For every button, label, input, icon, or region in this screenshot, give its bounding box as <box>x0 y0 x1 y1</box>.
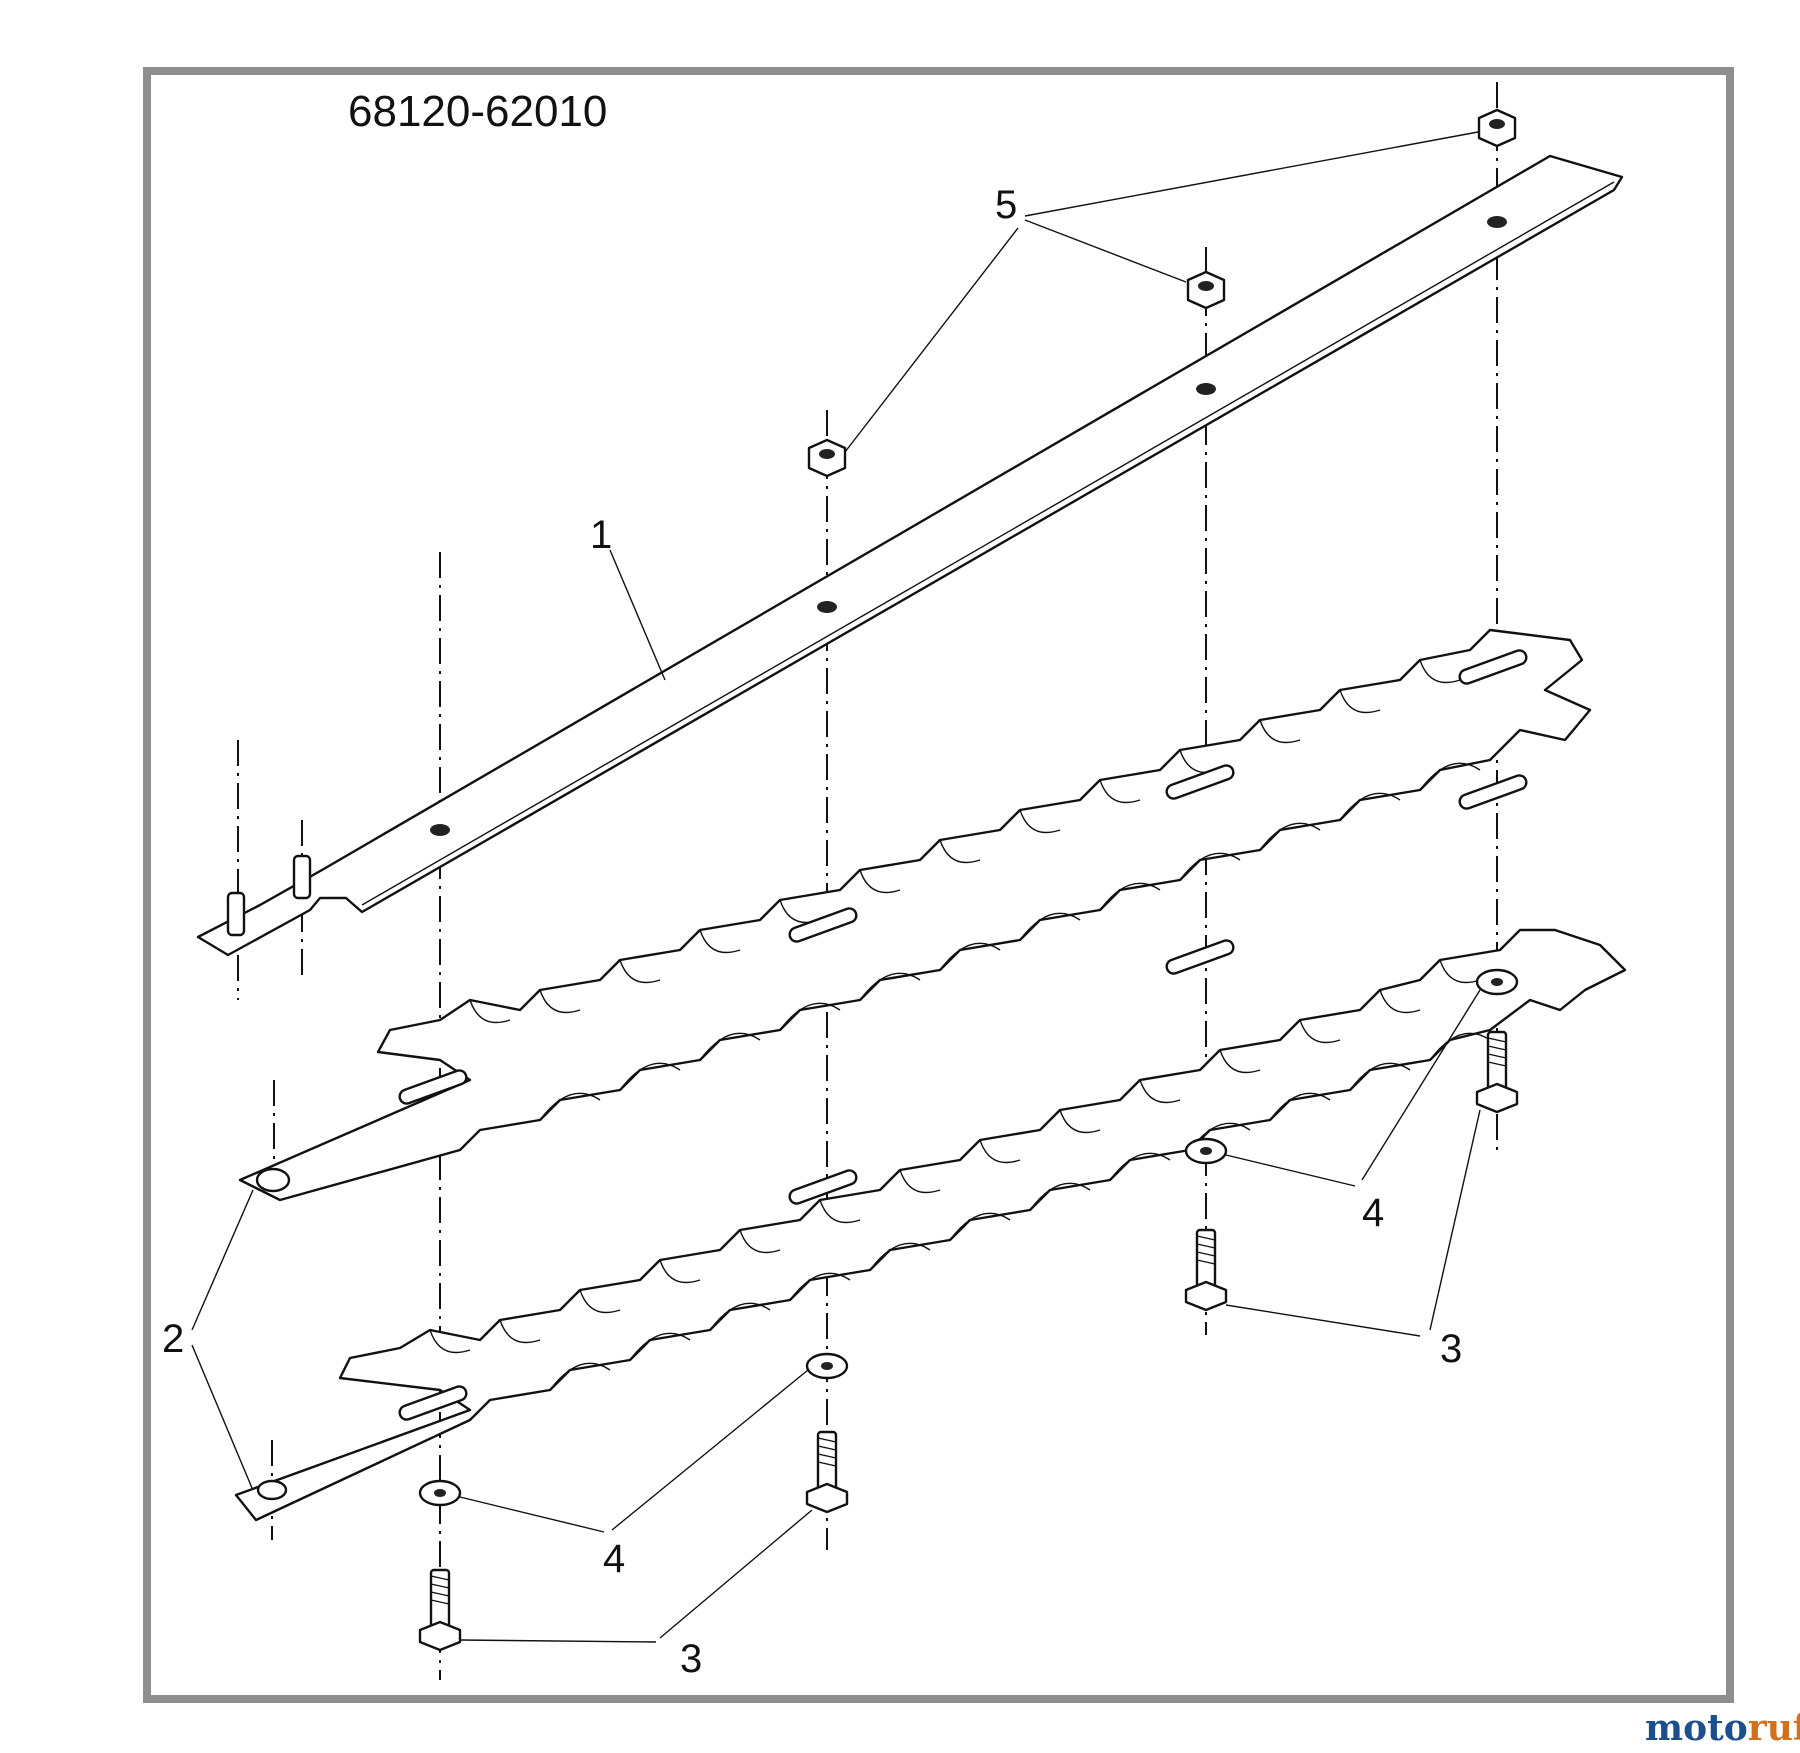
callout-4: 4 <box>603 1537 625 1581</box>
bar-hole <box>430 824 450 836</box>
blade-slot <box>398 1069 468 1105</box>
lower-blade <box>234 774 1627 1522</box>
hex-nut <box>807 438 847 478</box>
washer <box>805 1352 849 1380</box>
blade-slot <box>788 907 858 943</box>
blade-pin <box>255 1167 291 1193</box>
washer <box>418 1479 462 1507</box>
leader-lines <box>191 131 1481 1643</box>
hex-bolt <box>1475 1030 1519 1114</box>
blade-slot <box>1458 649 1528 685</box>
washer <box>1475 968 1519 996</box>
nuts <box>807 108 1517 478</box>
blade-slot <box>1165 764 1235 800</box>
callouts: 1 2 3 3 4 4 5 <box>162 183 1462 1681</box>
bar-hole <box>1487 216 1507 228</box>
blade-slot <box>1165 939 1235 975</box>
brand-logo: motoruf.de <box>1645 1707 1800 1749</box>
washers <box>418 968 1519 1507</box>
hex-nut <box>1186 270 1226 310</box>
diagram-frame <box>143 67 1734 1703</box>
part-number: 68120-62010 <box>348 87 607 136</box>
bolts <box>418 1030 1519 1652</box>
callout-1: 1 <box>590 513 612 557</box>
hex-bolt <box>1184 1228 1228 1312</box>
hex-bolt <box>805 1430 849 1514</box>
guide-bar <box>196 154 1624 957</box>
blade-slot <box>1458 774 1528 810</box>
hex-bolt <box>418 1568 462 1652</box>
upper-blade <box>238 628 1592 1202</box>
logo-text: motoruf.de <box>1645 1707 1800 1749</box>
bar-hole <box>1196 383 1216 395</box>
callout-3: 3 <box>680 1637 702 1681</box>
washer <box>1184 1137 1228 1165</box>
stud <box>292 854 312 900</box>
stud <box>226 891 246 937</box>
callout-5: 5 <box>995 183 1017 227</box>
hex-nut <box>1477 108 1517 148</box>
callout-2: 2 <box>162 1317 184 1361</box>
blade-hole <box>256 1479 288 1501</box>
callout-3: 3 <box>1440 1327 1462 1371</box>
blade-slot <box>398 1385 468 1421</box>
callout-4: 4 <box>1362 1191 1384 1235</box>
blade-slot <box>788 1169 858 1205</box>
bar-hole <box>817 601 837 613</box>
